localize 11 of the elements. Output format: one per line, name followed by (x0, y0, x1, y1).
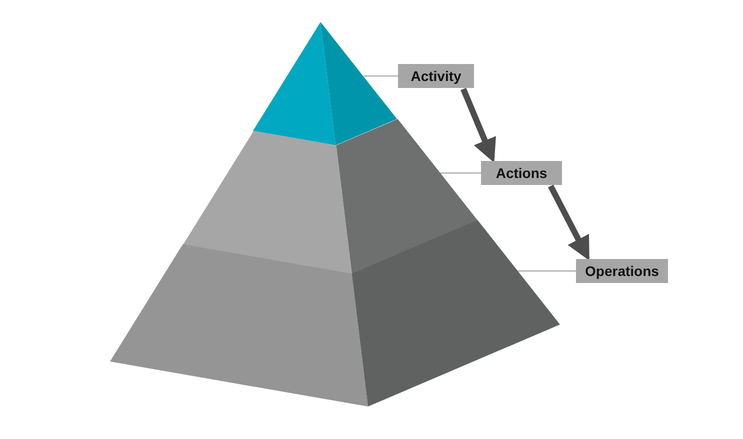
pyramid-top-tier (253, 22, 398, 146)
leader-line (364, 75, 398, 77)
pyramid-bottom-tier (110, 220, 560, 407)
level-label: Activity (398, 64, 474, 88)
leader-line (517, 270, 576, 272)
arrow (548, 184, 590, 261)
level-label: Operations (576, 259, 668, 283)
arrow (460, 88, 496, 163)
pyramid-middle-tier (182, 118, 478, 274)
leader-line (440, 172, 481, 174)
level-label: Actions (481, 161, 562, 185)
